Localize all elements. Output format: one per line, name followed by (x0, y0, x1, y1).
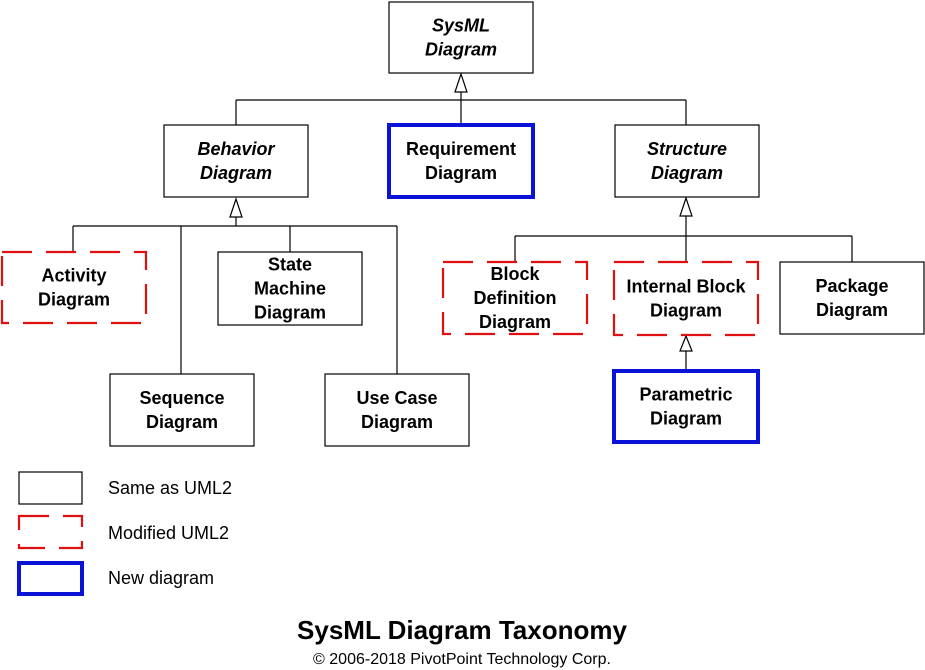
box-label-line: Diagram (651, 163, 723, 183)
box-label-line: Definition (474, 288, 557, 308)
box-label-line: Diagram (816, 300, 888, 320)
box-label-line: Diagram (650, 409, 722, 429)
diagram-title: SysML Diagram Taxonomy (297, 615, 627, 645)
legend: Same as UML2 Modified UML2 New diagram (17, 471, 232, 596)
generalization-arrowhead (679, 196, 693, 217)
box-label-line: Diagram (425, 40, 497, 60)
generalization-arrowhead (454, 72, 468, 93)
box-label-line: State (268, 255, 312, 275)
arrowheads (229, 72, 693, 352)
legend-swatch-new (17, 561, 84, 596)
connectors (72, 92, 853, 374)
generalization-arrowhead (229, 197, 243, 218)
legend-label-modified: Modified UML2 (108, 523, 229, 543)
box-label-line: Sequence (139, 388, 224, 408)
legend-label-same: Same as UML2 (108, 478, 232, 498)
box-label-line: Requirement (406, 139, 516, 159)
box-label-line: Behavior (197, 139, 275, 159)
box-label-line: Diagram (425, 163, 497, 183)
box-label-line: Package (815, 276, 888, 296)
legend-swatch-same (18, 471, 83, 505)
box-label-line: Diagram (254, 303, 326, 323)
sysml-diagram-box[interactable]: SysML Diagram (388, 1, 534, 74)
box-label-line: Block (490, 264, 540, 284)
box-label-line: SysML (432, 16, 490, 36)
copyright-notice: © 2006-2018 PivotPoint Technology Corp. (313, 651, 611, 668)
generalization-arrowhead (679, 334, 693, 352)
legend-swatch-modified (17, 514, 84, 550)
box-label-line: Diagram (479, 312, 551, 332)
box-label: SysML Diagram (425, 16, 497, 60)
legend-label-new: New diagram (108, 568, 214, 588)
box-label-line: Diagram (200, 163, 272, 183)
box-label-line: Structure (647, 139, 727, 159)
box-label-line: Activity (41, 266, 106, 286)
box-label-line: Diagram (650, 301, 722, 321)
box-label-line: Diagram (361, 412, 433, 432)
box-label-line: Machine (254, 279, 326, 299)
box-label-line: Internal Block (626, 277, 746, 297)
box-label-line: Use Case (356, 388, 437, 408)
box-label-line: Diagram (38, 290, 110, 310)
box-label-line: Parametric (639, 385, 732, 405)
box-label-line: Diagram (146, 412, 218, 432)
